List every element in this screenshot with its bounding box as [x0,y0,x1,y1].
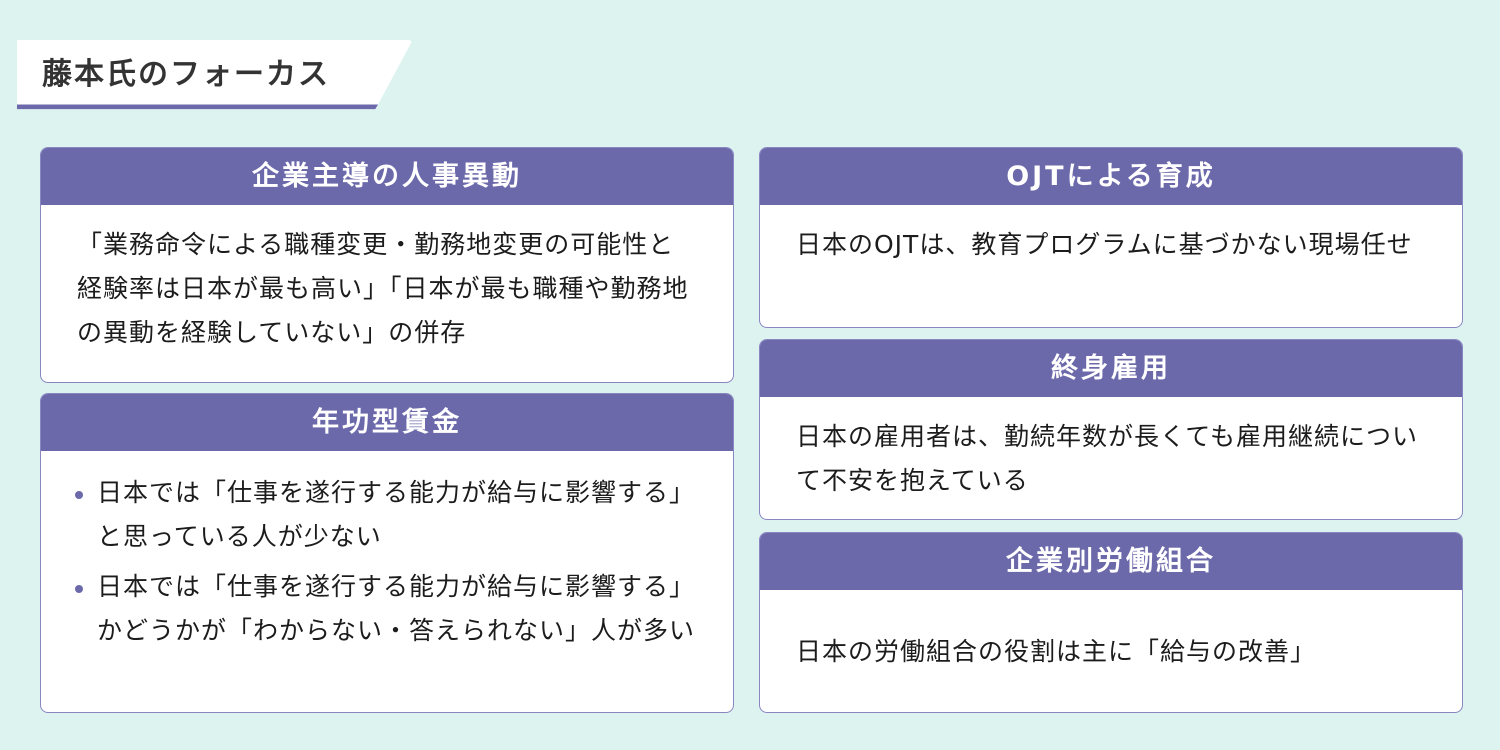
card-heading: OJTによる育成 [760,148,1462,205]
card-company-led-transfer: 企業主導の人事異動 「業務命令による職種変更・勤務地変更の可能性と経験率は日本が… [40,147,734,383]
page-title: 藤本氏のフォーカス [42,57,330,92]
card-body: 日本では「仕事を遂行する能力が給与に影響する」と思っている人が少ない 日本では「… [41,451,733,653]
bullet-list: 日本では「仕事を遂行する能力が給与に影響する」と思っている人が少ない 日本では「… [75,471,703,653]
title-tab-shape [16,40,412,110]
card-lifetime-employment: 終身雇用 日本の雇用者は、勤続年数が長くても雇用継続について不安を抱えている [759,339,1463,520]
card-ojt-training: OJTによる育成 日本のOJTは、教育プログラムに基づかない現場任せ [759,147,1463,328]
card-heading: 終身雇用 [760,340,1462,397]
section-title-tab: 藤本氏のフォーカス [0,40,430,110]
card-body-text: 日本のOJTは、教育プログラムに基づかない現場任せ [796,230,1413,259]
bullet-item: 日本では「仕事を遂行する能力が給与に影響する」かどうかが「わからない・答えられな… [75,565,703,653]
card-body-text: 日本の労働組合の役割は主に「給与の改善」 [796,637,1317,666]
card-heading: 企業別労働組合 [760,533,1462,590]
card-body-text: 「業務命令による職種変更・勤務地変更の可能性と経験率は日本が最も高い」「日本が最… [77,230,689,347]
card-heading: 企業主導の人事異動 [41,148,733,205]
card-seniority-wages: 年功型賃金 日本では「仕事を遂行する能力が給与に影響する」と思っている人が少ない… [40,393,734,713]
card-heading: 年功型賃金 [41,394,733,451]
card-body-text: 日本の雇用者は、勤続年数が長くても雇用継続について不安を抱えている [796,422,1419,495]
card-enterprise-union: 企業別労働組合 日本の労働組合の役割は主に「給与の改善」 [759,532,1463,713]
bullet-item: 日本では「仕事を遂行する能力が給与に影響する」と思っている人が少ない [75,471,703,559]
